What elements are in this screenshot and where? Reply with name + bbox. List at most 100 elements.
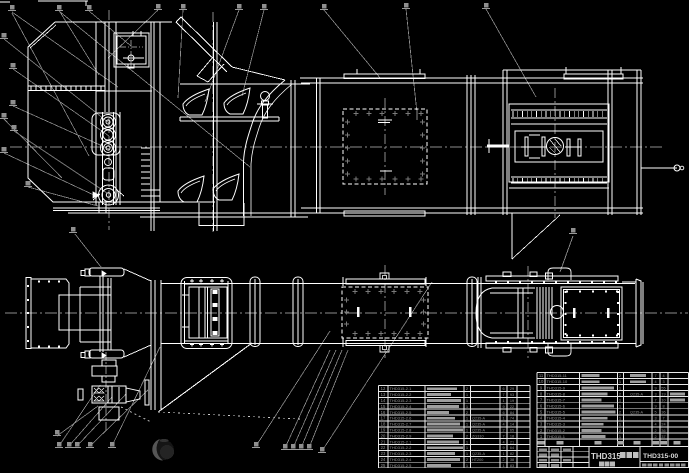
- svg-text:23: 23: [381, 451, 386, 456]
- svg-text:2: 2: [619, 410, 622, 415]
- svg-text:4: 4: [502, 440, 504, 444]
- svg-text:84: 84: [510, 411, 514, 415]
- svg-text:65: 65: [510, 429, 514, 433]
- svg-text:16: 16: [381, 410, 386, 415]
- svg-text:19: 19: [661, 392, 665, 396]
- svg-text:THD315-2.3: THD315-2.3: [390, 451, 413, 456]
- svg-text:64: 64: [510, 446, 514, 450]
- svg-text:2: 2: [502, 429, 504, 433]
- svg-text:6: 6: [502, 411, 504, 415]
- svg-text:2: 2: [466, 457, 469, 462]
- svg-text:2: 2: [654, 435, 656, 439]
- svg-text:1: 1: [466, 416, 469, 421]
- svg-text:THD315-2.6: THD315-2.6: [390, 416, 413, 421]
- svg-text:18: 18: [510, 434, 514, 438]
- svg-text:4: 4: [662, 374, 664, 378]
- svg-text:9: 9: [654, 405, 656, 409]
- svg-text:THD315-2.7: THD315-2.7: [390, 422, 413, 427]
- svg-text:9: 9: [502, 446, 504, 450]
- svg-text:THD315-2.5: THD315-2.5: [390, 410, 413, 415]
- svg-text:1: 1: [619, 404, 622, 409]
- svg-text:19: 19: [381, 428, 386, 433]
- svg-text:1: 1: [619, 385, 622, 390]
- svg-text:ZG310: ZG310: [472, 434, 484, 438]
- svg-text:38: 38: [510, 458, 514, 462]
- svg-text:14: 14: [381, 398, 386, 403]
- svg-text:THD315-2.1: THD315-2.1: [390, 386, 413, 391]
- svg-text:THD315-9: THD315-9: [547, 385, 566, 390]
- svg-text:9: 9: [654, 386, 656, 390]
- svg-text:Q235-A: Q235-A: [472, 429, 486, 433]
- svg-text:3: 3: [654, 417, 656, 421]
- svg-text:24: 24: [661, 423, 665, 427]
- svg-text:1: 1: [619, 379, 622, 384]
- svg-text:3: 3: [662, 380, 664, 384]
- svg-text:12: 12: [381, 386, 386, 391]
- svg-text:8: 8: [662, 405, 664, 409]
- svg-text:2: 2: [654, 429, 656, 433]
- svg-text:THD315-8: THD315-8: [547, 391, 566, 396]
- svg-text:4: 4: [654, 380, 656, 384]
- svg-text:THD315-11: THD315-11: [547, 373, 568, 378]
- svg-text:1: 1: [466, 439, 469, 444]
- svg-text:Q235-A: Q235-A: [630, 392, 644, 396]
- svg-text:3: 3: [654, 392, 656, 396]
- svg-text:11: 11: [539, 373, 544, 378]
- svg-text:82: 82: [510, 452, 514, 456]
- svg-text:2: 2: [619, 373, 622, 378]
- svg-text:6: 6: [540, 404, 543, 409]
- svg-text:THD315-1: THD315-1: [547, 434, 566, 439]
- svg-text:Q235-A: Q235-A: [472, 417, 486, 421]
- svg-text:24: 24: [381, 457, 386, 462]
- svg-text:THD315-2.5: THD315-2.5: [390, 463, 413, 468]
- svg-text:8: 8: [540, 391, 543, 396]
- svg-text:THD315-3: THD315-3: [547, 422, 566, 427]
- svg-text:1: 1: [466, 398, 469, 403]
- svg-text:4: 4: [540, 416, 543, 421]
- svg-text:1: 1: [466, 392, 469, 397]
- svg-text:21: 21: [381, 439, 386, 444]
- svg-text:10: 10: [539, 379, 544, 384]
- svg-text:7: 7: [502, 393, 504, 397]
- svg-text:2: 2: [540, 428, 543, 433]
- svg-text:19: 19: [510, 399, 514, 403]
- svg-text:22: 22: [510, 405, 514, 409]
- svg-text:14: 14: [510, 423, 514, 427]
- svg-text:THD315-2.2: THD315-2.2: [390, 392, 413, 397]
- svg-text:74: 74: [510, 417, 514, 421]
- svg-text:13: 13: [381, 392, 386, 397]
- svg-text:20: 20: [381, 433, 386, 438]
- svg-text:9: 9: [540, 385, 543, 390]
- svg-text:THD315-2.1: THD315-2.1: [390, 439, 413, 444]
- svg-text:1: 1: [502, 464, 504, 468]
- svg-text:4: 4: [502, 423, 504, 427]
- svg-text:Q235-A: Q235-A: [630, 411, 644, 415]
- svg-text:THD315-2.4: THD315-2.4: [390, 404, 413, 409]
- svg-text:THD315-5: THD315-5: [547, 410, 566, 415]
- svg-text:Q235-A: Q235-A: [472, 423, 486, 427]
- svg-text:THD315-2.2: THD315-2.2: [390, 445, 413, 450]
- svg-text:2: 2: [466, 410, 469, 415]
- svg-text:THD315-4: THD315-4: [547, 416, 566, 421]
- svg-text:36: 36: [661, 429, 665, 433]
- svg-text:1: 1: [619, 397, 622, 402]
- svg-text:1: 1: [466, 451, 469, 456]
- svg-text:1: 1: [502, 452, 504, 456]
- svg-text:55: 55: [661, 386, 665, 390]
- svg-text:1: 1: [466, 422, 469, 427]
- svg-text:THD315-10: THD315-10: [547, 379, 568, 384]
- svg-text:83: 83: [510, 464, 514, 468]
- svg-text:1: 1: [466, 463, 469, 468]
- svg-text:15: 15: [381, 404, 386, 409]
- svg-text:4: 4: [654, 423, 656, 427]
- svg-text:7: 7: [654, 374, 656, 378]
- svg-text:18: 18: [381, 422, 386, 427]
- svg-text:THD315-2.4: THD315-2.4: [390, 457, 413, 462]
- svg-text:1: 1: [619, 416, 622, 421]
- svg-text:HT200: HT200: [472, 458, 483, 462]
- svg-text:25: 25: [381, 463, 386, 468]
- svg-text:7: 7: [662, 417, 664, 421]
- svg-text:6: 6: [502, 387, 504, 391]
- svg-text:2: 2: [619, 391, 622, 396]
- svg-text:1: 1: [466, 428, 469, 433]
